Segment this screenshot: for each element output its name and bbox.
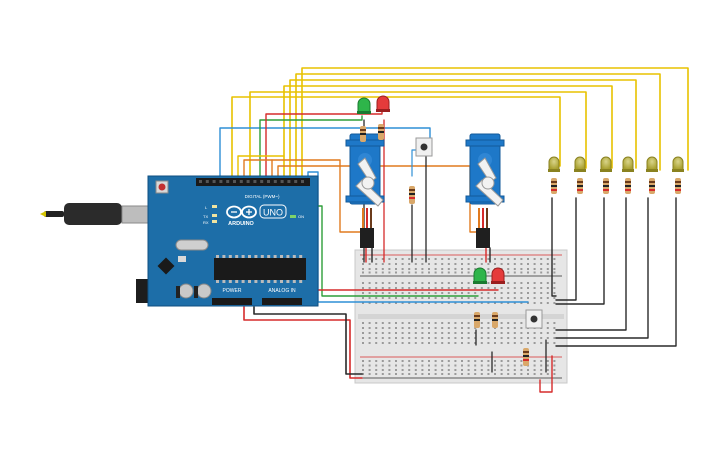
wire-yellow-led3	[283, 85, 613, 181]
resistor-led-yellow-4	[625, 178, 631, 194]
resistor-board-2	[492, 312, 498, 328]
yellow-led-row	[548, 156, 684, 194]
wire-yellow-led6	[301, 67, 689, 181]
capacitor-2	[196, 283, 212, 299]
arduino-logo	[226, 205, 257, 219]
l-label: L	[205, 205, 208, 210]
wire-black-led5	[555, 197, 649, 339]
pushbutton-top	[415, 137, 433, 157]
wire-black-led1	[551, 197, 557, 297]
wire-orange-short	[243, 159, 273, 181]
analog-label: ANALOG IN	[268, 288, 296, 294]
capacitor-1	[178, 283, 194, 299]
digital-pin-holes	[199, 180, 304, 183]
led-red-board	[491, 267, 505, 284]
resistor-board-3	[523, 348, 529, 366]
wires	[219, 67, 689, 393]
wire-black-led2	[555, 197, 577, 301]
wire-blue-side	[307, 171, 529, 303]
resistor-top-1	[360, 126, 366, 142]
wire-red-5v	[243, 306, 363, 379]
wire-yellow-led4	[289, 79, 637, 181]
usb-cable	[44, 211, 64, 217]
led-yellow-2	[574, 156, 586, 172]
wire-black-led4	[555, 197, 627, 331]
pushbutton-board	[525, 309, 543, 329]
wire-orange-servo1	[271, 159, 361, 233]
led-yellow-1	[548, 156, 560, 172]
resistor-top-2	[378, 124, 384, 140]
servo-2	[465, 133, 505, 248]
on-label: ON	[298, 214, 304, 219]
wire-blue-button	[219, 127, 431, 181]
breadboard-holes	[362, 258, 556, 375]
resistor-led-yellow-1	[551, 178, 557, 194]
uno-badge	[259, 204, 287, 219]
power-label: POWER	[223, 288, 242, 294]
wire-black-gnd	[253, 306, 363, 375]
resistor-led-yellow-5	[649, 178, 655, 194]
resistor-led-yellow-3	[603, 178, 609, 194]
wire-black-led3	[555, 197, 605, 305]
resistor-board-1	[474, 312, 480, 328]
rx-label: RX	[203, 220, 209, 225]
wire-black-led6	[555, 197, 677, 347]
digital-label: DIGITAL (PWM~)	[245, 194, 280, 199]
wire-green-led	[259, 115, 363, 181]
arduino-uno: DIGITAL (PWM~) POWER ANALOG IN ARDUINO U…	[40, 175, 319, 307]
wire-yellow-led5	[295, 73, 661, 181]
led-yellow-5	[646, 156, 658, 172]
analog-header	[262, 298, 302, 305]
resistor-mid	[409, 186, 415, 204]
wire-yellow-led1	[231, 96, 561, 181]
crystal	[175, 239, 209, 251]
resistor-led-yellow-6	[675, 178, 681, 194]
led-green-board	[473, 267, 487, 284]
digital-header	[196, 178, 310, 186]
board-model: UNO	[263, 208, 283, 218]
wire-yellow-short	[237, 155, 285, 181]
led-red-top	[376, 95, 390, 112]
led-yellow-6	[672, 156, 684, 172]
wire-red-led	[265, 111, 383, 181]
wire-red-right	[539, 355, 553, 393]
led-yellow-3	[600, 156, 612, 172]
power-header	[212, 298, 252, 305]
tx-label: TX	[203, 214, 208, 219]
board-name: ARDUINO	[228, 221, 254, 227]
led-yellow-4	[622, 156, 634, 172]
wire-yellow-led2	[249, 91, 587, 181]
atmega-chip	[214, 258, 306, 280]
resistor-led-yellow-2	[577, 178, 583, 194]
led-green-top	[357, 97, 371, 114]
servo-1	[345, 133, 385, 248]
